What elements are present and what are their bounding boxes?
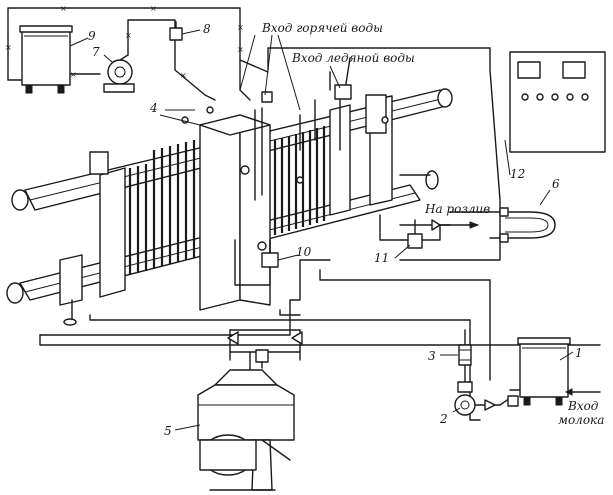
svg-text:×: × <box>237 45 244 54</box>
milk-separator-5 <box>197 369 295 491</box>
svg-text:×: × <box>60 4 67 13</box>
leader-lines <box>69 29 574 431</box>
flow-diversion-valve-10 <box>257 239 279 268</box>
label-milk-inlet-line2: молока <box>558 413 604 427</box>
callout-5: 5 <box>164 424 172 438</box>
callout-10: 10 <box>296 245 312 259</box>
callout-4: 4 <box>149 101 158 115</box>
callout-9: 9 <box>88 29 96 43</box>
plate-pack-1 <box>128 140 196 275</box>
holding-tube-6 <box>449 207 556 243</box>
hot-water-circuit: × × × × × × × × <box>5 4 269 101</box>
callout-11: 11 <box>374 251 389 265</box>
callout-3: 3 <box>428 349 436 363</box>
label-hot-water-inlet: Вход горячей воды <box>261 21 383 35</box>
plate-heat-exchanger-4 <box>6 84 453 326</box>
svg-text:×: × <box>150 4 157 13</box>
svg-text:×: × <box>125 31 132 40</box>
steam-valve-8 <box>169 21 183 41</box>
callout-6: 6 <box>552 177 560 191</box>
svg-text:×: × <box>5 43 12 52</box>
label-to-bottling: На розлив <box>424 202 490 216</box>
milk-filter-3 <box>458 329 472 391</box>
milk-pump-2 <box>454 381 511 416</box>
svg-text:×: × <box>237 23 244 32</box>
callout-1: 1 <box>575 346 583 360</box>
callout-7: 7 <box>92 45 100 59</box>
callout-12: 12 <box>510 167 525 181</box>
plate-pack-2 <box>273 126 326 235</box>
outlet-valve-11 <box>379 214 480 249</box>
hot-water-pump-7 <box>103 54 135 93</box>
piping-network <box>39 239 601 421</box>
svg-text:×: × <box>180 71 187 80</box>
control-panel-12 <box>509 51 606 153</box>
label-milk-inlet-line1: Вход <box>567 399 599 413</box>
callout-8: 8 <box>203 22 211 36</box>
milk-tank-1 <box>507 337 601 407</box>
hot-water-tank-9 <box>19 25 73 94</box>
label-ice-water-inlet: Вход ледяной воды <box>291 51 415 65</box>
callout-2: 2 <box>439 412 448 426</box>
